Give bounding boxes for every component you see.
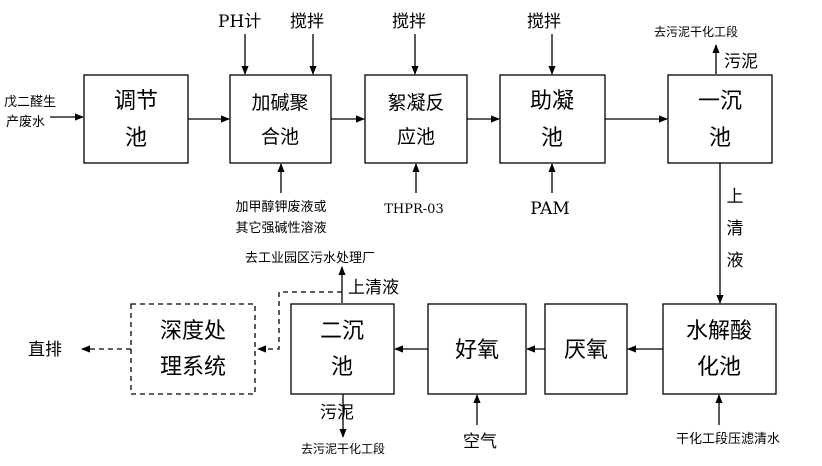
svg-text:池: 池 bbox=[125, 126, 147, 151]
svg-text:产废水: 产废水 bbox=[6, 114, 45, 130]
aerobic-tank: 好氧 bbox=[427, 303, 527, 395]
svg-text:助凝: 助凝 bbox=[530, 89, 574, 114]
svg-text:直排: 直排 bbox=[28, 340, 62, 360]
sludge-output-2: 污泥 去污泥干化工段 bbox=[301, 394, 385, 456]
drying-filtrate-input: 干化工段压滤清水 bbox=[676, 394, 780, 447]
alkali-input: 加甲醇钾废液或 其它强碱性溶液 bbox=[235, 163, 327, 236]
direct-discharge: 直排 bbox=[28, 340, 131, 360]
coagulation-aid-tank: 助凝 池 bbox=[499, 74, 606, 164]
svg-text:絮凝反: 絮凝反 bbox=[387, 92, 444, 114]
svg-text:调节: 调节 bbox=[114, 89, 158, 114]
svg-text:池: 池 bbox=[709, 126, 731, 151]
svg-text:清: 清 bbox=[727, 219, 744, 239]
svg-text:加甲醇钾废液或: 加甲醇钾废液或 bbox=[235, 199, 326, 215]
hydrolysis-acidification-tank: 水解酸 化池 bbox=[662, 303, 777, 395]
supernatant-to-wwtp: 去工业园区污水处理厂 上清液 bbox=[245, 251, 399, 303]
svg-text:THPR-03: THPR-03 bbox=[384, 202, 443, 217]
svg-text:戊二醛生: 戊二醛生 bbox=[4, 94, 56, 110]
secondary-settling-tank: 二沉 池 bbox=[290, 303, 395, 395]
thpr-input: THPR-03 bbox=[384, 163, 444, 217]
svg-text:污泥: 污泥 bbox=[724, 52, 758, 72]
svg-text:污泥: 污泥 bbox=[320, 403, 354, 423]
stir-input-2: 搅拌 bbox=[392, 12, 426, 75]
primary-settling-tank: 一沉 池 bbox=[667, 74, 773, 164]
svg-text:其它强碱性溶液: 其它强碱性溶液 bbox=[235, 220, 326, 236]
wastewater-input: 戊二醛生 产废水 bbox=[4, 94, 84, 130]
svg-text:干化工段压滤清水: 干化工段压滤清水 bbox=[676, 432, 780, 447]
regulating-tank: 调节 池 bbox=[83, 74, 189, 164]
pam-input: PAM bbox=[530, 163, 570, 219]
svg-text:空气: 空气 bbox=[463, 432, 497, 452]
svg-text:PAM: PAM bbox=[530, 199, 570, 219]
svg-text:合池: 合池 bbox=[261, 126, 299, 148]
svg-text:去工业园区污水处理厂: 去工业园区污水处理厂 bbox=[245, 251, 375, 266]
svg-text:厌氧: 厌氧 bbox=[564, 338, 608, 363]
svg-text:上: 上 bbox=[727, 187, 744, 207]
anoxic-tank: 厌氧 bbox=[544, 303, 628, 395]
svg-text:上清液: 上清液 bbox=[348, 278, 399, 298]
svg-text:去污泥干化工段: 去污泥干化工段 bbox=[301, 441, 385, 456]
svg-text:二沉: 二沉 bbox=[320, 319, 364, 344]
alkali-polymerization-tank: 加碱聚 合池 bbox=[229, 74, 332, 164]
stir-input-3: 搅拌 bbox=[527, 12, 561, 75]
supernatant-flow-1: 上 清 液 bbox=[716, 163, 744, 304]
svg-text:水解酸: 水解酸 bbox=[686, 319, 752, 344]
advanced-treatment-system: 深度处 理系统 bbox=[130, 303, 256, 395]
ph-meter-input: PH计 bbox=[218, 12, 261, 75]
stir-input-1: 搅拌 bbox=[290, 12, 324, 75]
svg-text:PH计: PH计 bbox=[218, 12, 261, 32]
dashed-flow-to-advanced-treatment bbox=[257, 291, 342, 353]
svg-text:搅拌: 搅拌 bbox=[392, 12, 426, 32]
svg-text:应池: 应池 bbox=[397, 126, 435, 148]
svg-text:搅拌: 搅拌 bbox=[527, 12, 561, 32]
air-input: 空气 bbox=[463, 394, 497, 452]
svg-text:一沉: 一沉 bbox=[698, 89, 742, 114]
svg-text:深度处: 深度处 bbox=[160, 319, 226, 344]
svg-text:去污泥干化工段: 去污泥干化工段 bbox=[654, 24, 738, 39]
svg-text:池: 池 bbox=[331, 355, 353, 380]
svg-text:好氧: 好氧 bbox=[455, 338, 499, 363]
sludge-output-1: 去污泥干化工段 污泥 bbox=[654, 24, 758, 74]
svg-text:搅拌: 搅拌 bbox=[290, 12, 324, 32]
svg-text:液: 液 bbox=[727, 251, 744, 271]
svg-text:化池: 化池 bbox=[697, 355, 741, 380]
svg-text:池: 池 bbox=[541, 126, 563, 151]
svg-text:理系统: 理系统 bbox=[160, 355, 226, 380]
svg-text:加碱聚: 加碱聚 bbox=[251, 92, 308, 114]
flocculation-tank: 絮凝反 应池 bbox=[364, 74, 468, 164]
